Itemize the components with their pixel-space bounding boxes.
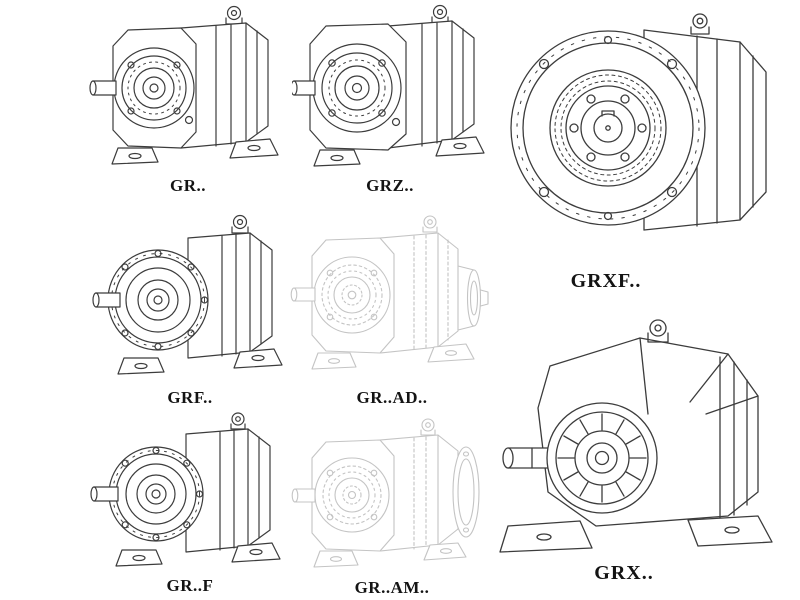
product-label-grxf: GRXF.. <box>570 270 642 292</box>
gearbox-drawing-grxf <box>510 13 767 231</box>
product-label-grff: GR..F <box>166 576 214 595</box>
gearbox-drawing-grx <box>499 319 773 553</box>
gearbox-drawing-grz <box>292 4 485 167</box>
product-label-grf: GRF.. <box>167 388 213 407</box>
product-cell-grz: GRZ.. <box>292 2 488 196</box>
gearbox-drawing-grff <box>90 412 281 567</box>
product-cell-grx: GRX.. <box>492 302 796 585</box>
product-label-gr: GR.. <box>170 176 206 195</box>
gearbox-drawing-grad <box>290 215 489 370</box>
gearbox-drawing-grf <box>92 214 283 375</box>
product-cell-grxf: GRXF.. <box>492 0 796 293</box>
product-label-grx: GRX.. <box>594 562 654 584</box>
product-cell-grf: GRF.. <box>88 210 292 408</box>
product-cell-gram: GR..AM.. <box>290 414 494 598</box>
product-label-grz: GRZ.. <box>366 176 414 195</box>
product-cell-grad: GR..AD.. <box>288 210 496 408</box>
product-cell-grff: GR..F <box>88 410 292 596</box>
product-label-grad: GR..AD.. <box>356 388 428 407</box>
gearbox-drawing-gram <box>291 418 480 568</box>
gearbox-drawing-gr <box>89 5 279 165</box>
product-label-gram: GR..AM.. <box>354 578 430 597</box>
product-cell-gr: GR.. <box>86 2 290 196</box>
